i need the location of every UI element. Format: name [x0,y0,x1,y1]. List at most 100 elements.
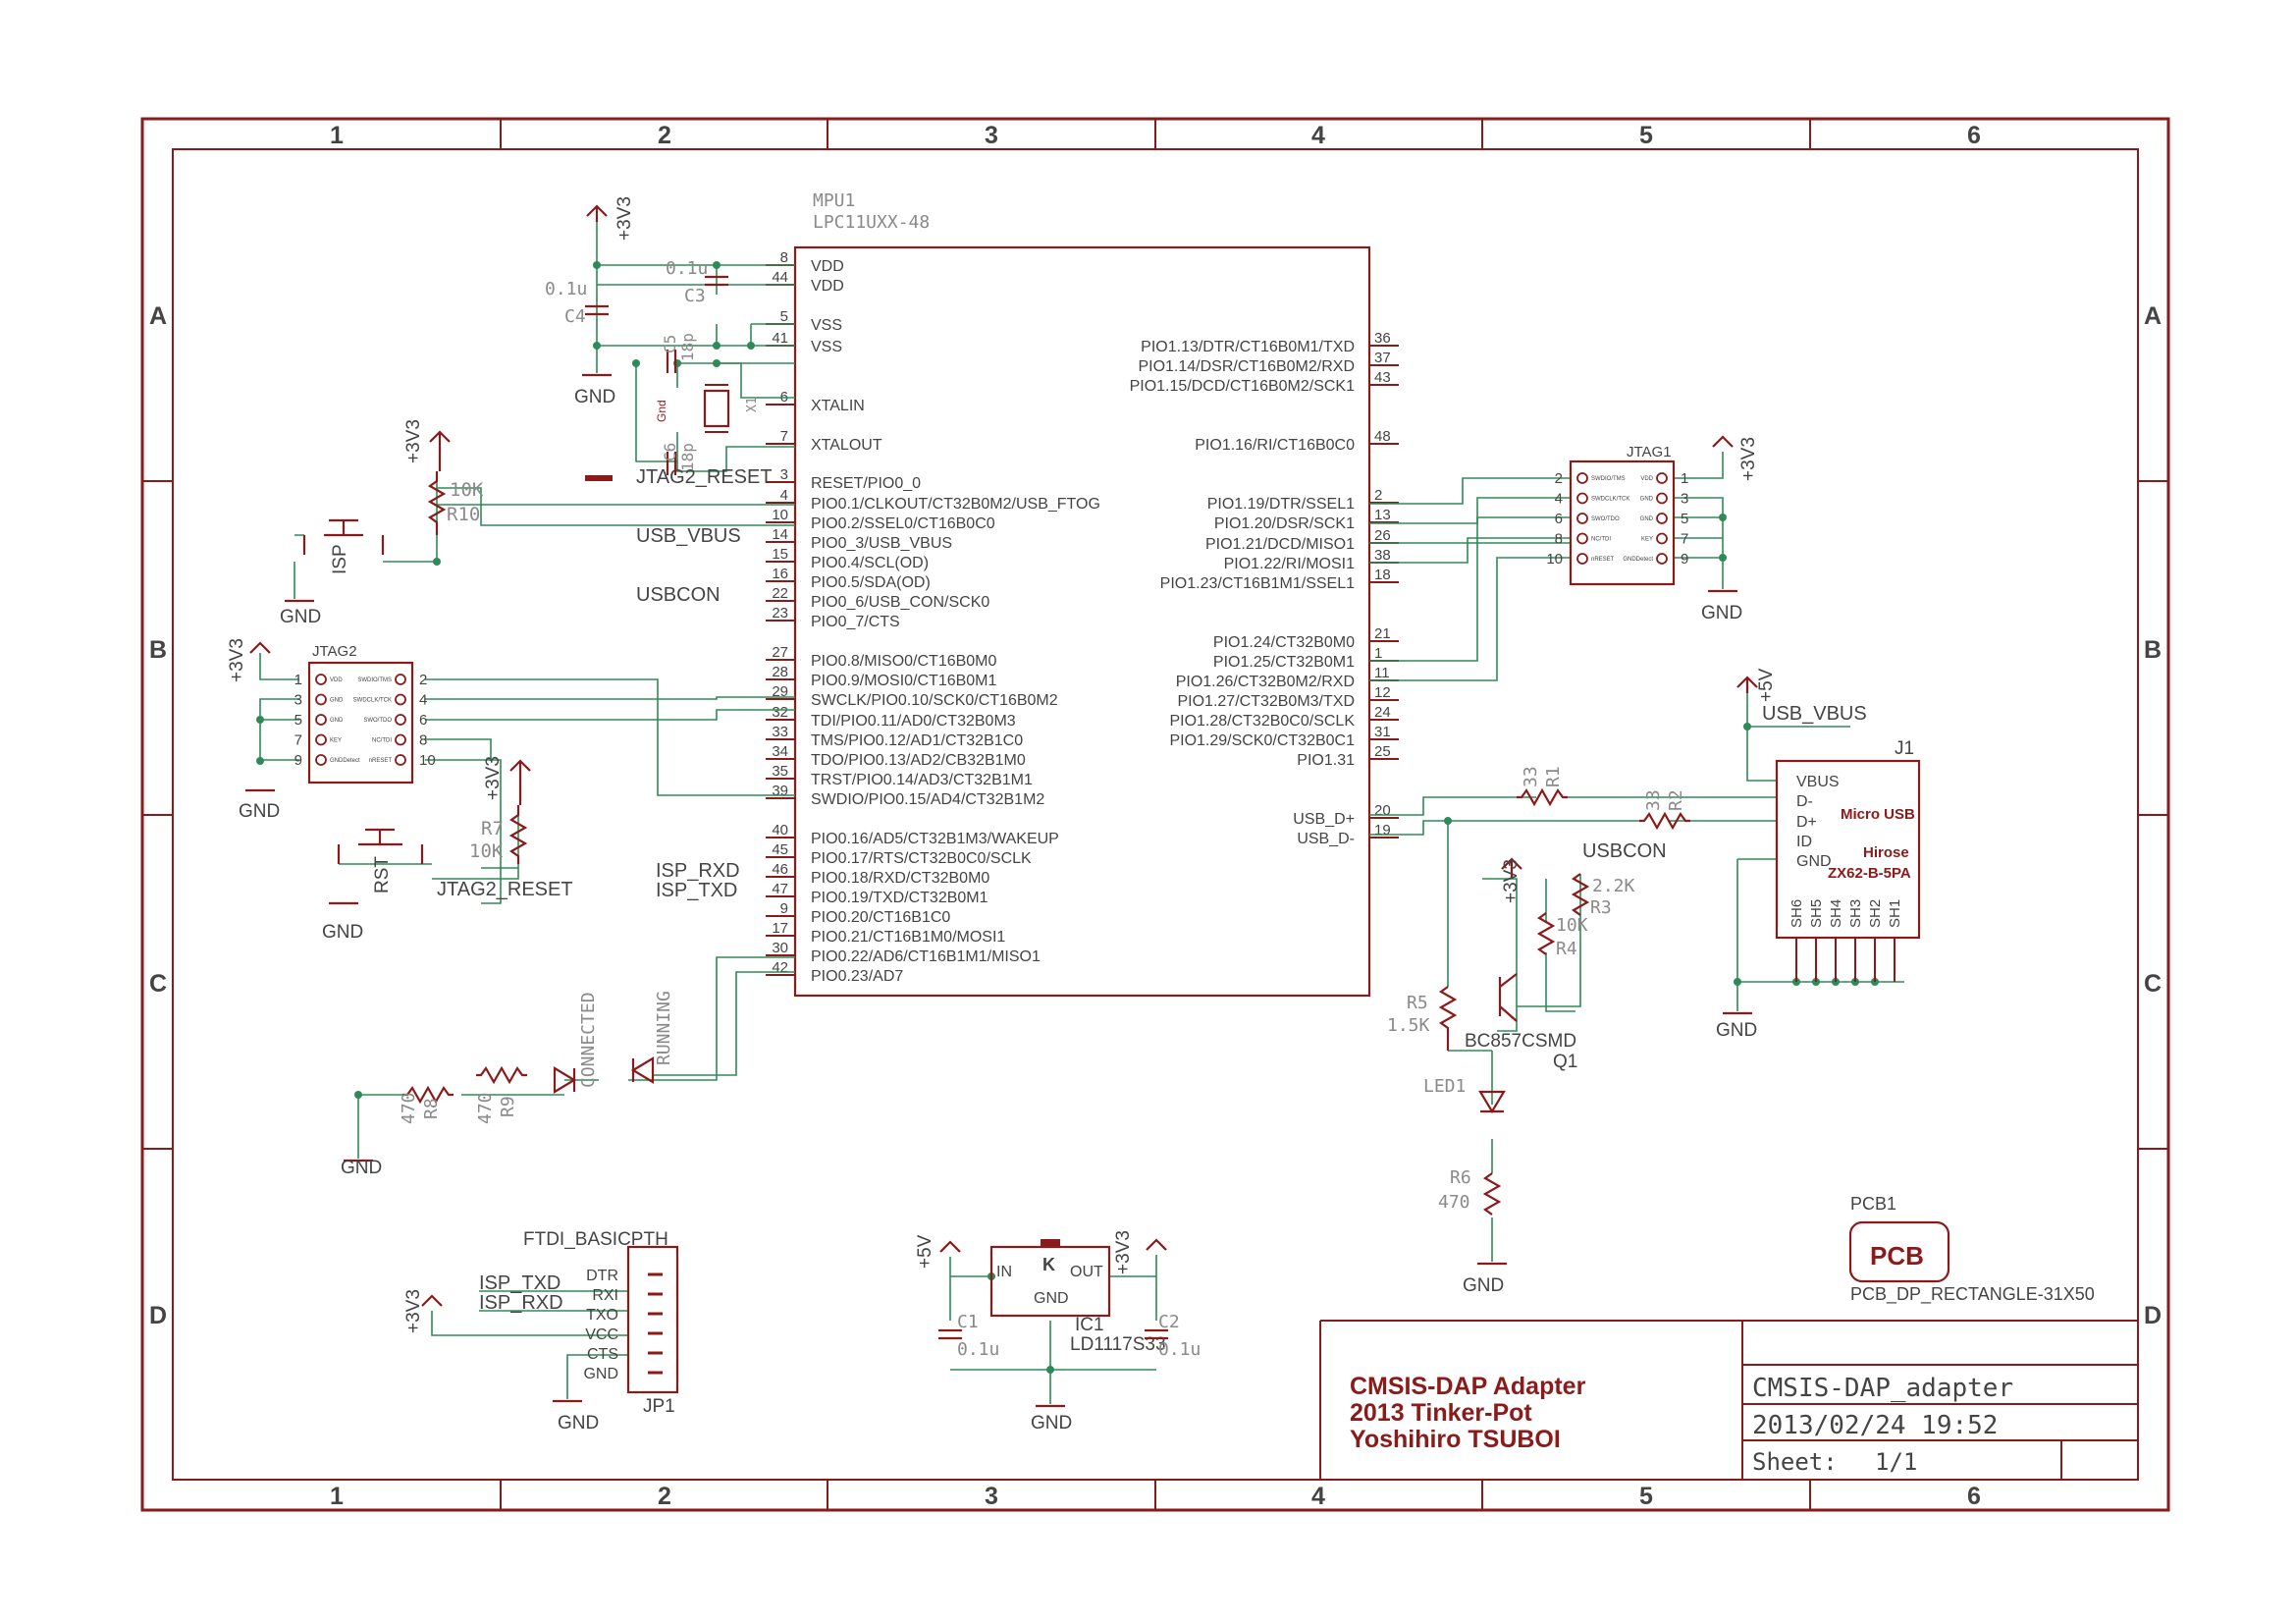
pin-function: SWDCLK/TCK [1591,497,1629,503]
mcu-pin-name: PIO1.28/CT32B0C0/SCLK [1169,713,1355,730]
q1-value: BC857CSMD [1465,1031,1576,1052]
column-label-bottom: 3 [985,1483,998,1510]
mcu-pin-name: PIO0_6/USB_CON/SCK0 [811,594,989,611]
ic1-k: K [1042,1255,1055,1274]
pcb1-name: PCB1 [1850,1194,1896,1214]
pin-function: SWDCLK/TCK [353,698,392,704]
pin-function: KEY [1641,537,1653,543]
mcu-pin-name: SWCLK/PIO0.10/SCK0/CT16B0M2 [811,692,1058,709]
ic1-value: LD1117S33 [1070,1334,1166,1355]
mcu-pin-number: 47 [772,881,788,897]
net-isp-rxd: ISP_RXD [656,860,740,882]
net-isp-txd-2: ISP_TXD [479,1272,561,1294]
mcu-name: MPU1 [813,190,855,211]
mcu-pin-name: VSS [811,317,842,334]
net-isp-rxd-2: ISP_RXD [479,1292,563,1314]
pin-function: GND [330,698,344,704]
pin-pad [395,733,406,746]
r1-value: 33 [1521,766,1541,787]
mcu-pin-name: SWDIO/PIO0.15/AD4/CT32B1M2 [811,791,1044,808]
mcu-pin-name: PIO0.23/AD7 [811,968,903,985]
mcu-pin-number: 41 [772,330,788,347]
pin-pad [315,714,327,726]
gnd-label-1: GND [574,387,615,407]
r4-value: 10K [1556,915,1588,936]
pin-number: 7 [294,732,302,749]
r6-value: 470 [1438,1192,1470,1213]
mcu-pin-number: 10 [772,507,788,523]
r5-value: 1.5K [1387,1015,1430,1036]
net-isp-txd: ISP_TXD [656,880,737,901]
mcu-pin-name: PIO1.16/RI/CT16B0C0 [1195,437,1355,454]
title-line-2: 2013 Tinker-Pot [1350,1399,1532,1427]
c5-value: 18p [678,333,697,361]
pin-number: 9 [294,752,302,769]
mcu-pin-name: PIO1.25/CT32B0M1 [1213,654,1355,671]
mcu-pin-name: PIO0.17/RTS/CT32B0C0/SCLK [811,850,1032,867]
c4-value: 0.1u [545,279,587,299]
pin-number: 10 [1546,551,1563,568]
pin-pad [1576,492,1588,505]
p3v3-label-1: +3V3 [614,196,635,241]
led-connected-label: CONNECTED [578,992,599,1088]
gnd-label-5: GND [341,1158,382,1178]
ftdi-pin-name: TXO [586,1307,618,1324]
row-label-right: D [2144,1302,2162,1329]
pin-pad [395,693,406,706]
j1-model: ZX62-B-5PA [1828,865,1911,882]
pin-function: GNDDetect [1623,557,1653,563]
c1-name: C1 [957,1312,979,1332]
mcu-pin-name: XTALOUT [811,437,882,454]
column-label-top: 6 [1967,122,1981,149]
ftdi-pin-name: VCC [585,1326,618,1343]
jp1-value: FTDI_BASICPTH [523,1229,668,1250]
r6-name: R6 [1450,1167,1471,1188]
usb-shield-name: SH6 [1789,899,1805,928]
mcu-pin-name: PIO0.22/AD6/CT16B1M1/MISO1 [811,948,1041,965]
mcu-pin-number: 21 [1374,625,1391,642]
mcu-pin-name: PIO0.20/CT16B1C0 [811,909,950,926]
gnd-label-4: GND [322,922,363,943]
pin-pad [1576,532,1588,545]
usb-pin-name: GND [1796,853,1832,870]
power-symbols: +3V3 +3V3 +3V3 +3V3 +3V3 +3V3 +3V3 +3V3 … [227,196,1777,1434]
mcu-pin-number: 12 [1374,684,1391,701]
ftdi-pin-name: DTR [586,1268,618,1284]
pcb1-value: PCB_DP_RECTANGLE-31X50 [1850,1284,2095,1305]
mcu-pin-number: 39 [772,783,788,799]
column-label-bottom: 5 [1639,1483,1653,1510]
mcu-pin-number: 29 [772,683,788,700]
mcu-pin-number: 38 [1374,547,1391,564]
c3-name: C3 [684,286,706,306]
mcu-pin-number: 23 [772,605,788,622]
mcu-pin-number: 36 [1374,330,1391,347]
mcu-pin-number: 25 [1374,743,1391,760]
pin-number: 5 [294,712,302,729]
mcu-pin-number: 14 [772,526,788,543]
mcu-pin-number: 16 [772,566,788,582]
mcu-pin-number: 19 [1374,822,1391,839]
mcu-pin-name: PIO1.26/CT32B0M2/RXD [1176,674,1355,690]
pin-function: GND [330,718,344,724]
pin-pad [395,714,406,726]
usb-shield-name: SH4 [1828,899,1844,928]
jp1-name: JP1 [643,1396,675,1417]
mcu-pin-number: 27 [772,644,788,661]
p3v3-label-2: +3V3 [403,419,424,463]
row-label-left: C [149,970,167,998]
mcu-pin-name: PIO1.22/RI/MOSI1 [1224,556,1355,572]
r9-value: 470 [475,1092,496,1124]
regulator-ic1: IN OUT K GND IC1 LD1117S33 C1 0.1u C2 0.… [938,1239,1201,1360]
column-label-bottom: 6 [1967,1483,1981,1510]
mcu-pin-name: TDI/PIO0.11/AD0/CT32B0M3 [811,713,1016,730]
r10-value: 10K [450,479,484,501]
pin-pad [315,693,327,706]
column-label-bottom: 4 [1311,1483,1325,1510]
gnd-label-9: GND [1031,1413,1072,1434]
pin-number: 4 [419,692,427,709]
mcu-pin-name: PIO0_3/USB_VBUS [811,535,952,552]
mcu-pin-number: 37 [1374,350,1391,366]
